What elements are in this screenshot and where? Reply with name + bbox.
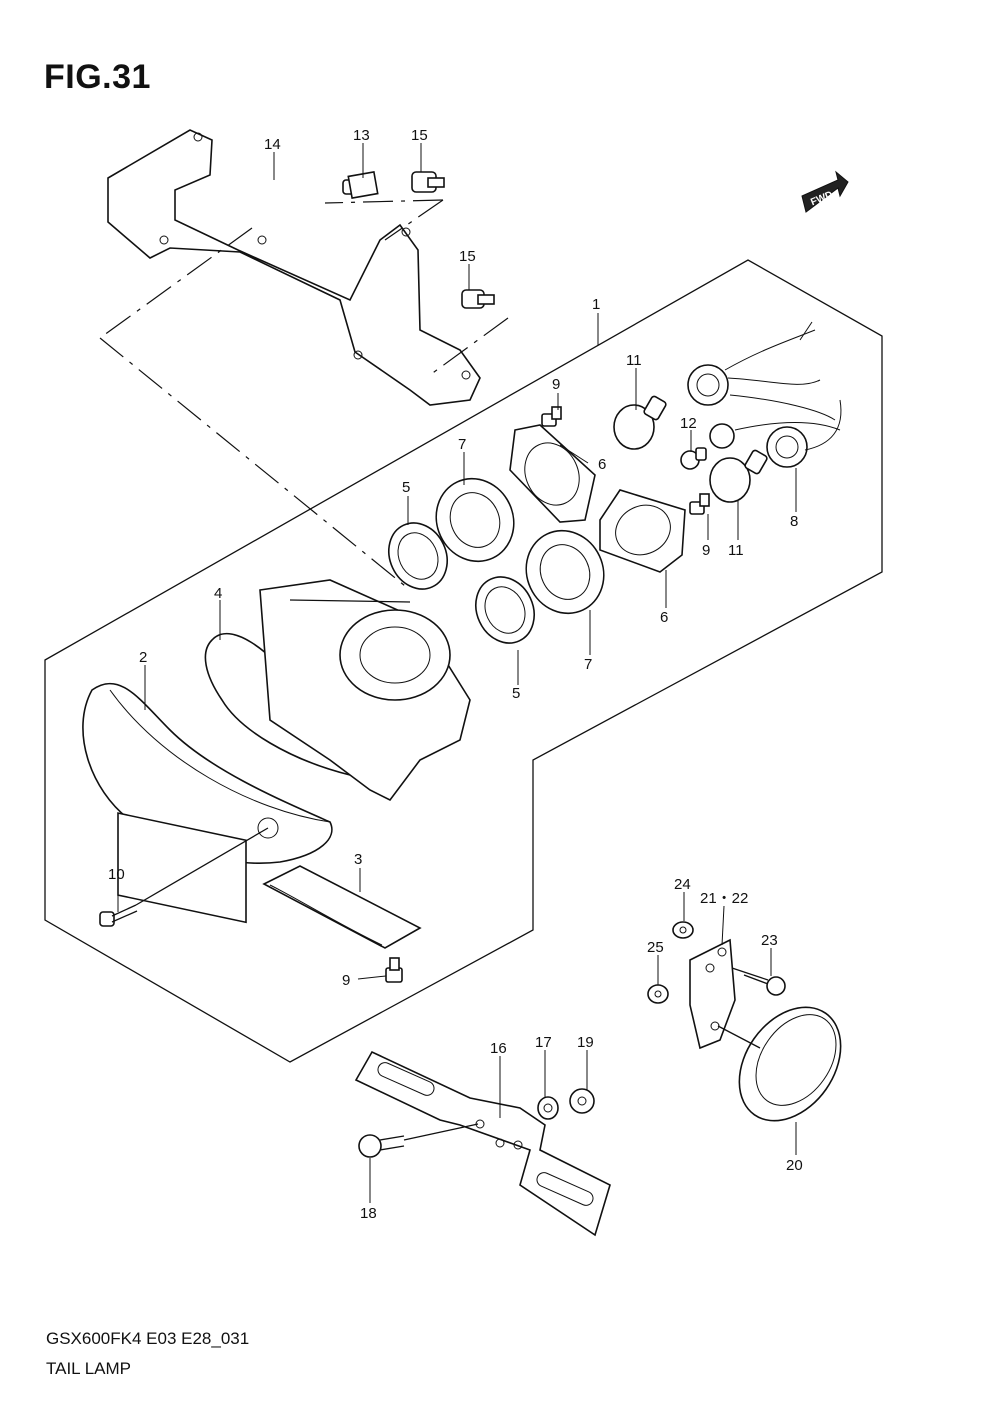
callout-15-lower: 15	[459, 248, 476, 265]
nut-24	[672, 921, 694, 939]
screw-18	[358, 1123, 479, 1158]
dash-leader	[324, 199, 444, 204]
callout-leaders	[117, 143, 797, 1203]
screw-9-middle	[689, 493, 710, 515]
callout-4: 4	[214, 585, 222, 602]
callout-24: 24	[674, 876, 691, 893]
screw-9-upper	[541, 406, 562, 427]
bracket-14	[107, 129, 481, 406]
reflector-bracket-21-22	[689, 938, 736, 1050]
bolt-13	[342, 170, 379, 200]
reflector-20	[738, 1006, 842, 1122]
callout-5-upper: 5	[402, 479, 410, 496]
bulb-11-upper	[613, 395, 667, 450]
callout-16: 16	[490, 1040, 507, 1057]
nut-25	[647, 984, 669, 1004]
callout-9-middle: 9	[702, 542, 710, 559]
callout-11-upper: 11	[626, 352, 642, 369]
gasket-6-lower	[599, 489, 686, 573]
license-bracket-16	[354, 1050, 611, 1237]
bolt-15	[411, 171, 445, 193]
callout-21-22: 21・22	[700, 890, 748, 907]
callout-7-lower: 7	[584, 656, 592, 673]
callout-2: 2	[139, 649, 147, 666]
callout-13: 13	[353, 127, 370, 144]
socket-harness-8	[687, 321, 842, 468]
callout-25: 25	[647, 939, 664, 956]
callout-15-upper: 15	[411, 127, 428, 144]
washer-17	[537, 1096, 559, 1120]
dash-leader	[99, 227, 253, 339]
leader	[717, 1025, 761, 1049]
bracket-ring-7-lower	[525, 529, 605, 615]
callout-6-lower: 6	[660, 609, 668, 626]
screw-9-lower	[385, 957, 403, 983]
cover-3	[262, 865, 422, 949]
fwd-arrow-icon: FWD	[801, 170, 849, 213]
model-code: GSX600FK4 E03 E28_031	[46, 1329, 250, 1348]
screw-23	[731, 967, 786, 996]
ring-5-lower	[475, 576, 535, 644]
gasket-6-upper	[509, 424, 596, 523]
callout-18: 18	[360, 1205, 377, 1222]
cover-edge	[269, 884, 383, 946]
callout-14: 14	[264, 136, 281, 153]
nut-19	[569, 1088, 595, 1114]
section-name: TAIL LAMP	[46, 1359, 132, 1378]
assembly-boundary	[44, 259, 883, 1063]
lens-2	[82, 682, 333, 924]
bracket-ring-7-upper	[435, 477, 515, 563]
dash-leader	[384, 199, 444, 241]
callout-7-upper: 7	[458, 436, 466, 453]
callout-11-lower: 11	[728, 542, 744, 559]
callout-17: 17	[535, 1034, 552, 1051]
figure-title: FIG.31	[44, 58, 151, 96]
callout-9-lower: 9	[342, 972, 350, 989]
dash-leader	[99, 337, 411, 591]
dash-leader	[429, 317, 509, 376]
callout-5-lower: 5	[512, 685, 520, 702]
bolt-15-lower	[461, 289, 495, 309]
bulb-11-lower	[709, 449, 768, 503]
lamp-housing	[259, 579, 471, 802]
callout-8: 8	[790, 513, 798, 530]
ring-5-upper	[388, 522, 448, 590]
callout-12: 12	[680, 415, 697, 432]
callout-9-upper: 9	[552, 376, 560, 393]
screw-10	[99, 827, 269, 927]
callout-20: 20	[786, 1157, 803, 1174]
callout-6-upper: 6	[598, 456, 606, 473]
callout-1: 1	[592, 296, 600, 313]
callout-23: 23	[761, 932, 778, 949]
callout-19: 19	[577, 1034, 594, 1051]
bulb-12	[680, 447, 707, 470]
callout-10: 10	[108, 866, 125, 883]
callout-3: 3	[354, 851, 362, 868]
